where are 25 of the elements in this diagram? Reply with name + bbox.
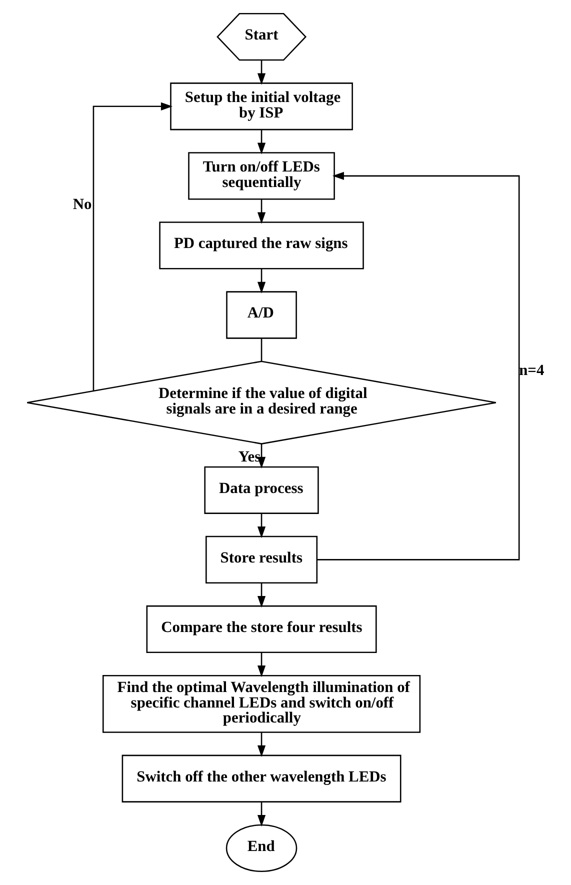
edge-label: n=4 bbox=[518, 362, 544, 380]
node-box: A/D bbox=[226, 291, 296, 339]
node-box: Find the optimal Wavelength illumination of specific channel LEDs and switch on/off periodically bbox=[102, 674, 420, 733]
arrow bbox=[256, 732, 266, 757]
arrow bbox=[256, 130, 266, 154]
edge-label: No bbox=[72, 196, 92, 213]
arrow bbox=[256, 802, 266, 827]
node-box: Setup the initial voltage by ISP bbox=[170, 82, 352, 130]
node-ellipse: End bbox=[225, 824, 297, 872]
node-box: Switch off the other wavelength LEDs bbox=[121, 754, 401, 802]
node-box: Turn on/off LEDs sequentially bbox=[188, 152, 334, 200]
arrow bbox=[256, 199, 266, 224]
node-box: Compare the store four results bbox=[146, 605, 376, 654]
connector bbox=[260, 338, 262, 362]
node-box: Store results bbox=[205, 536, 318, 584]
node-box: PD captured the raw signs bbox=[158, 222, 364, 270]
node-diamond: Determine if the value of digital signals are in a desired range bbox=[26, 360, 496, 444]
arrow bbox=[256, 60, 266, 85]
arrow bbox=[256, 583, 266, 608]
arrow bbox=[256, 652, 266, 678]
arrow bbox=[316, 172, 520, 560]
arrow bbox=[92, 102, 172, 391]
arrow bbox=[256, 269, 266, 294]
node-box: Data process bbox=[204, 466, 318, 514]
arrow bbox=[256, 514, 266, 538]
